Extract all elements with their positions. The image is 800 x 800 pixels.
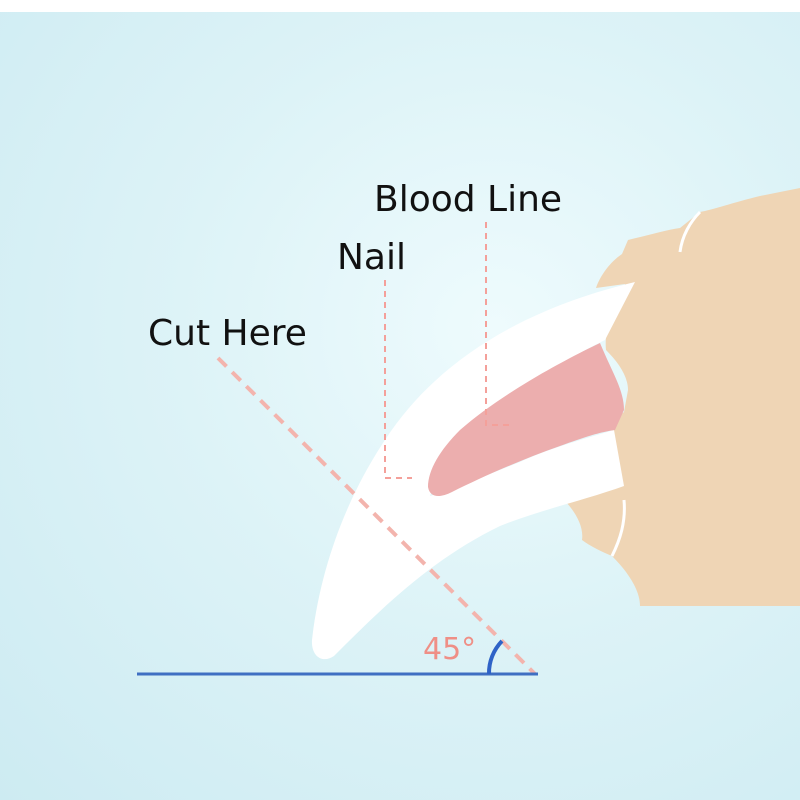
cut-line bbox=[216, 356, 537, 676]
nail-shape bbox=[311, 282, 635, 660]
paw-crease-lower bbox=[610, 499, 626, 557]
cut-here-label: Cut Here bbox=[148, 313, 307, 354]
quick-shape bbox=[428, 343, 624, 497]
blood-line-label: Blood Line bbox=[374, 179, 563, 220]
blood-line-leader-line bbox=[485, 222, 512, 426]
nail-leader-line bbox=[384, 280, 412, 479]
angle-arc bbox=[486, 639, 504, 675]
nail-label: Nail bbox=[337, 237, 406, 278]
paw-shape bbox=[560, 188, 800, 606]
angle-label: 45° bbox=[423, 632, 477, 667]
paw-crease-upper bbox=[678, 210, 702, 253]
